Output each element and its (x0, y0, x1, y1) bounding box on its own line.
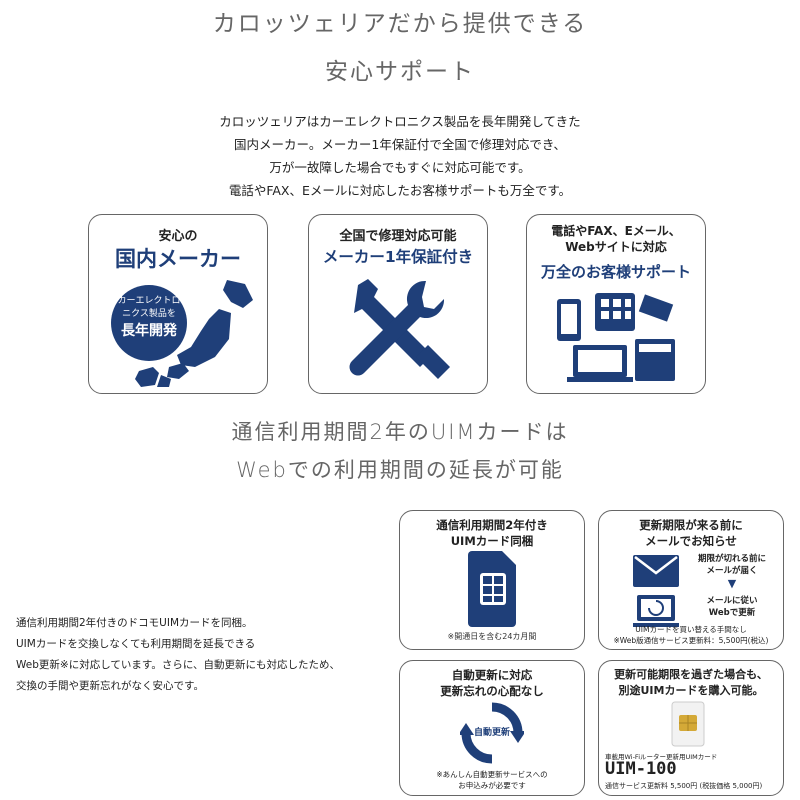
title-line: UIMカード同梱 (450, 534, 534, 548)
uim-description: 通信利用期間2年付きのドコモUIMカードを同梱。 UIMカードを交換しなくても利… (16, 613, 340, 697)
step-web-update: メールに従い Webで更新 (683, 595, 781, 619)
envelope-icon (633, 555, 679, 587)
card-note: UIMカードを買い替える手間なし ※Web版通信サービス更新料：5,500円(税… (599, 624, 783, 646)
uim-card-icon (671, 701, 705, 747)
desc-line: 国内メーカー。メーカー1年保証付で全国で修理対応でき、 (234, 137, 566, 152)
note-line: UIMカードを買い替える手間なし (635, 625, 747, 634)
title-line: メールでお知らせ (645, 534, 737, 548)
auto-renew-label: 自動更新 (473, 728, 510, 738)
step-line: メールが届く (706, 566, 758, 576)
title-line: 更新忘れの心配なし (440, 684, 544, 698)
product-model: UIM-100 (605, 759, 677, 779)
card-title: 通信利用期間2年付き UIMカード同梱 (400, 517, 584, 549)
title-line: 通信利用期間2年付き (436, 518, 548, 532)
note-line: ※Web版通信サービス更新料：5,500円(税込) (613, 636, 769, 645)
card-purchase-uim: 更新可能期限を過ぎた場合も、 別途UIMカードを購入可能。 車載用Wi-Fiルー… (598, 660, 784, 796)
step-mail-arrives: 期限が切れる前に メールが届く (683, 553, 781, 577)
note-line: お申込みが必要です (458, 781, 526, 790)
desc-line: UIMカードを交換しなくても利用期間を延長できる (16, 638, 256, 650)
wrench-screwdriver-icon (349, 279, 450, 379)
support-title-line1: カロッツェリアだから提供できる (212, 11, 588, 37)
card-small-text: 全国で修理対応可能 (339, 229, 457, 244)
card-note: ※開通日を含む24カ月間 (447, 632, 537, 641)
title-line: 更新期限が来る前に (639, 518, 743, 532)
auto-renew-icon (460, 702, 524, 764)
card-auto-renew: 自動更新に対応 更新忘れの心配なし 自動更新 ※あんしん自動更新サービスへの お… (399, 660, 585, 796)
arrow-down-icon: ▼ (727, 577, 737, 590)
title-line: 別途UIMカードを購入可能。 (618, 684, 764, 697)
card-email-notice: 更新期限が来る前に メールでお知らせ 期限が切れる前に メールが届く ▼ メール… (598, 510, 784, 650)
card-note: ※あんしん自動更新サービスへの お申込みが必要です (400, 769, 584, 791)
card-domestic-maker: 安心の 国内メーカー カーエレクトロ ニクス製品を 長年開発 (88, 214, 268, 394)
badge-line: 長年開発 (121, 323, 177, 339)
card-warranty: 全国で修理対応可能 メーカー1年保証付き (308, 214, 488, 394)
small-line: Webサイトに対応 (565, 240, 667, 254)
card-big-text: 国内メーカー (115, 247, 241, 271)
desc-line: 電話やFAX、Eメールに対応したお客様サポートも万全です。 (228, 183, 572, 198)
small-line: 電話やFAX、Eメール、 (551, 224, 681, 238)
badge-line: カーエレクトロ (117, 296, 181, 306)
step-line: Webで更新 (708, 608, 756, 618)
product-price: 通信サービス更新料 5,500円 (税抜価格 5,000円) (605, 782, 763, 790)
support-title-line2: 安心サポート (325, 59, 475, 85)
title-line: 更新可能期限を過ぎた場合も、 (614, 668, 768, 681)
desc-line: カロッツェリアはカーエレクトロニクス製品を長年開発してきた (219, 114, 581, 129)
desc-line: 万が一故障した場合でもすぐに対応可能です。 (269, 160, 531, 175)
laptop-icon (633, 595, 679, 627)
communication-devices-icon (557, 293, 675, 382)
card-small-text: 電話やFAX、Eメール、 Webサイトに対応 (527, 223, 705, 255)
step-line: 期限が切れる前に (697, 554, 766, 564)
card-big-text: メーカー1年保証付き (322, 248, 474, 266)
note-line: ※あんしん自動更新サービスへの (436, 770, 548, 779)
desc-line: 通信利用期間2年付きのドコモUIMカードを同梱。 (16, 617, 253, 629)
step-line: メールに従い (706, 596, 758, 606)
desc-line: Web更新※に対応しています。さらに、自動更新にも対応したため、 (16, 659, 341, 671)
desc-line: 交換の手間や更新忘れがなく安心です。 (16, 680, 204, 692)
card-title: 更新期限が来る前に メールでお知らせ (599, 517, 783, 549)
card-uim-included: 通信利用期間2年付き UIMカード同梱 ※開通日を含む24カ月間 (399, 510, 585, 650)
card-customer-support: 電話やFAX、Eメール、 Webサイトに対応 万全のお客様サポート (526, 214, 706, 394)
card-title: 更新可能期限を過ぎた場合も、 別途UIMカードを購入可能。 (599, 667, 783, 699)
card-small-text: 安心の (158, 229, 198, 244)
sim-card-icon (468, 551, 516, 627)
card-big-text: 万全のお客様サポート (540, 263, 691, 281)
uim-title-line2: Webでの利用期間の延長が可能 (236, 458, 564, 482)
badge-long-development: カーエレクトロ ニクス製品を 長年開発 (111, 285, 187, 361)
support-description: カロッツェリアはカーエレクトロニクス製品を長年開発してきた 国内メーカー。メーカ… (0, 110, 800, 202)
badge-line: ニクス製品を (122, 309, 176, 319)
title-line: 自動更新に対応 (451, 668, 533, 682)
card-title: 自動更新に対応 更新忘れの心配なし (400, 667, 584, 699)
uim-title-line1: 通信利用期間2年のUIMカードは (231, 420, 569, 444)
japan-map-icon (135, 280, 253, 387)
product-caption: 車載用Wi-Fiルーター更新用UIMカード (605, 753, 718, 761)
